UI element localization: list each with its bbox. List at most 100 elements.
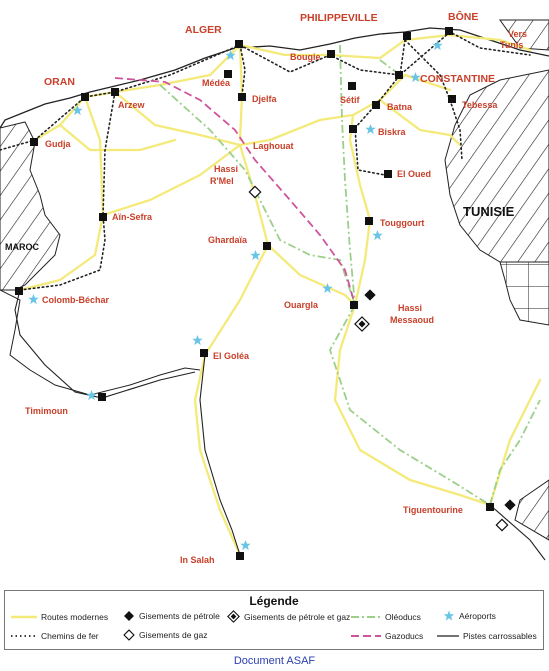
label-medea: Médéa bbox=[202, 78, 231, 88]
legend-item-gaz: Gisements de gaz bbox=[123, 629, 208, 641]
legend-item-aeroports: Aéroports bbox=[443, 610, 496, 622]
city-marker-bone bbox=[445, 27, 453, 35]
oil-deposit-icon bbox=[124, 611, 134, 621]
city-marker-touggourt bbox=[365, 217, 373, 225]
gas-deposit-icon bbox=[248, 185, 262, 199]
airport-icon bbox=[443, 610, 455, 621]
city-marker-oran bbox=[81, 93, 89, 101]
city-marker-constantine bbox=[395, 71, 403, 79]
libya-region bbox=[499, 261, 549, 326]
legend: Légende Routes modernes Chemins de fer G… bbox=[4, 590, 544, 650]
airport-icon bbox=[192, 335, 203, 346]
gas-pipeline-icon bbox=[351, 635, 381, 637]
label-ghardaia: Ghardaïa bbox=[208, 235, 248, 245]
legend-item-gazoducs: Gazoducs bbox=[351, 631, 423, 641]
label-gudja: Gudja bbox=[45, 139, 71, 149]
gas-pipelines bbox=[114, 77, 356, 306]
tracks bbox=[14, 289, 546, 561]
label-ouargla: Ouargla bbox=[284, 300, 319, 310]
label-colomb-bechar: Colomb-Béchar bbox=[42, 295, 110, 305]
label-vers-tunis-line: Vers bbox=[508, 29, 527, 39]
legend-item-chemins: Chemins de fer bbox=[11, 631, 99, 641]
label-bone: BÔNE bbox=[448, 10, 478, 23]
city-marker-philippeville bbox=[403, 32, 411, 40]
label-philippeville: PHILIPPEVILLE bbox=[300, 12, 378, 24]
label-alger: ALGER bbox=[185, 24, 222, 36]
label-tunisie: TUNISIE bbox=[463, 204, 515, 219]
label-djelfa: Djelfa bbox=[252, 94, 278, 104]
oil-pipeline-icon bbox=[351, 616, 381, 618]
airport-icon bbox=[240, 540, 251, 551]
label-batna: Batna bbox=[387, 102, 413, 112]
city-marker-ain-sefra bbox=[99, 213, 107, 221]
oil-deposit-icon bbox=[364, 289, 376, 301]
label-el-golea: El Goléa bbox=[213, 351, 250, 361]
label-arzew: Arzew bbox=[118, 100, 146, 110]
legend-item-routes: Routes modernes bbox=[11, 612, 108, 622]
gas-deposit-icon bbox=[123, 629, 135, 641]
city-marker-tebessa bbox=[448, 95, 456, 103]
track-line-icon bbox=[437, 635, 459, 637]
city-marker-timimoun bbox=[98, 393, 106, 401]
legend-item-petrole-gaz: Gisements de pétrole et gaz bbox=[227, 610, 350, 623]
legend-item-pistes: Pistes carrossables bbox=[437, 631, 537, 641]
oil-gas-deposit-icon bbox=[227, 610, 240, 623]
city-marker-arzew bbox=[111, 88, 119, 96]
credit: Document ASAF bbox=[233, 655, 316, 667]
label-maroc: MAROC bbox=[5, 242, 39, 252]
airport-icon bbox=[372, 230, 383, 241]
city-marker-setif bbox=[348, 82, 356, 90]
city-marker-tiguentourine bbox=[486, 503, 494, 511]
deposits bbox=[248, 185, 516, 532]
label-setif: Sétif bbox=[340, 95, 361, 105]
label-hassi-rmel: Hassi R'Mel bbox=[210, 164, 241, 186]
legend-item-petrole: Gisements de pétrole bbox=[123, 610, 220, 622]
oil-deposit-icon bbox=[504, 499, 516, 511]
label-tiguentourine: Tiguentourine bbox=[403, 505, 463, 515]
label-el-oued: El Oued bbox=[397, 169, 431, 179]
label-vers-tunis: Vers Tunis bbox=[500, 29, 530, 50]
airport-icon bbox=[432, 40, 443, 51]
label-bougie: Bougie bbox=[290, 52, 321, 62]
label-constantine: CONSTANTINE bbox=[420, 73, 495, 85]
city-marker-medea bbox=[224, 70, 232, 78]
city-marker-ghardaia bbox=[263, 242, 271, 250]
oil-gas-deposit-icon bbox=[354, 316, 370, 332]
city-labels: Médéa Bougie Sétif Arzew Djelfa Batna Te… bbox=[25, 29, 530, 565]
city-marker-biskra bbox=[349, 125, 357, 133]
city-marker-ouargla bbox=[350, 301, 358, 309]
city-marker-el-golea bbox=[200, 349, 208, 357]
label-biskra: Biskra bbox=[378, 127, 407, 137]
label-vers-tunis-line: Tunis bbox=[500, 40, 523, 50]
city-marker-djelfa bbox=[238, 93, 246, 101]
airport-icon bbox=[365, 124, 376, 135]
city-marker-bougie bbox=[327, 50, 335, 58]
city-marker-el-oued bbox=[384, 170, 392, 178]
city-marker-batna bbox=[372, 101, 380, 109]
label-in-salah: In Salah bbox=[180, 555, 215, 565]
railway-line-icon bbox=[11, 635, 37, 637]
legend-title: Légende bbox=[249, 594, 299, 608]
morocco-border bbox=[0, 289, 201, 396]
label-tebessa: Tebessa bbox=[462, 100, 498, 110]
label-laghouat: Laghouat bbox=[253, 141, 294, 151]
road-line-icon bbox=[11, 615, 37, 619]
airport-icon bbox=[250, 250, 261, 261]
city-marker-alger bbox=[235, 40, 243, 48]
city-marker-in-salah bbox=[236, 552, 244, 560]
railways bbox=[0, 31, 531, 291]
south-east-hatch bbox=[514, 479, 549, 541]
city-markers bbox=[15, 27, 494, 560]
label-hassi-messaoud: Hassi Messaoud bbox=[390, 303, 434, 325]
gas-deposit-icon bbox=[495, 518, 509, 532]
city-marker-colomb-bechar bbox=[15, 287, 23, 295]
label-ain-sefra: Aïn-Sefra bbox=[112, 212, 153, 222]
airport-icon bbox=[28, 294, 39, 305]
coast-labels: ALGER PHILIPPEVILLE BÔNE ORAN CONSTANTIN… bbox=[44, 10, 495, 88]
map: ALGER PHILIPPEVILLE BÔNE ORAN CONSTANTIN… bbox=[0, 10, 549, 565]
roads bbox=[18, 33, 542, 557]
tunisia-north-hatch bbox=[499, 19, 549, 51]
label-timimoun: Timimoun bbox=[25, 406, 68, 416]
legend-item-oleoducs: Oléoducs bbox=[351, 612, 421, 622]
label-touggourt: Touggourt bbox=[380, 218, 424, 228]
